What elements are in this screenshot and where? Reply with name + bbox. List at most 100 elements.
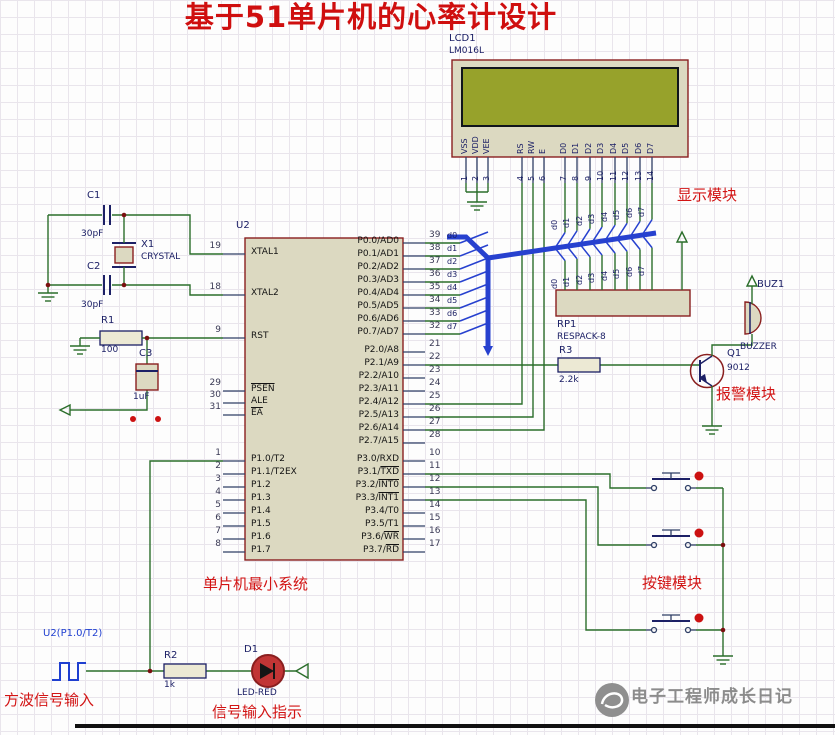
mcu-pin-name: P1.2 <box>251 480 271 490</box>
mcu-pin-number: 15 <box>429 513 441 523</box>
pulse-input-circuit[interactable] <box>52 460 309 688</box>
lcd-pin-name: VSS <box>460 138 469 154</box>
c2-ref: C2 <box>87 261 101 272</box>
button-actuator[interactable] <box>694 613 704 623</box>
keypad-circuit[interactable] <box>425 473 734 665</box>
lcd-pin-name: VDD <box>471 136 480 154</box>
bus-entry <box>459 270 489 283</box>
lcd-control-wires[interactable] <box>425 183 545 431</box>
resistor-r2 <box>163 663 207 679</box>
mcu-pin-number: 9 <box>215 325 221 335</box>
mcu-pin-name: P3.6/WR <box>361 532 399 542</box>
bottom-divider <box>75 724 835 728</box>
push-button[interactable] <box>646 528 704 549</box>
mcu-pin-number: 36 <box>429 269 441 279</box>
rp1-power[interactable] <box>676 231 688 290</box>
lcd-power-wires[interactable] <box>465 183 489 211</box>
push-button[interactable] <box>646 471 704 492</box>
mcu-pin-name: RST <box>251 331 269 341</box>
lcd-pin-number: 8 <box>571 175 580 181</box>
c1-ref: C1 <box>87 190 101 201</box>
mcu-pin-name: XTAL2 <box>251 288 279 298</box>
push-button[interactable] <box>646 613 704 634</box>
terminal-arrow <box>294 662 309 680</box>
mcu-pin-name: P3.4/T0 <box>365 506 399 516</box>
bus-entry <box>616 238 628 252</box>
q1-ref: Q1 <box>727 348 742 359</box>
r3-value: 2.2k <box>559 375 579 385</box>
mcu-pin-number: 34 <box>429 295 441 305</box>
buz1-ref: BUZ1 <box>757 279 785 290</box>
bus-entry <box>566 230 578 247</box>
mcu-pin-number: 14 <box>429 500 441 510</box>
lcd-pin-number: 3 <box>482 175 491 181</box>
junction-dot <box>121 282 127 288</box>
button-actuator[interactable] <box>694 471 704 481</box>
mcu-pin-number: 19 <box>209 241 221 251</box>
crystal-circuit[interactable] <box>37 205 223 302</box>
mcu-pin-name: XTAL1 <box>251 247 279 257</box>
junction-dot <box>144 335 150 341</box>
mcu-pin-name: P0.3/AD3 <box>357 275 399 285</box>
r2-ref: R2 <box>164 650 178 661</box>
alarm-circuit[interactable] <box>425 275 762 435</box>
c2-value: 30pF <box>81 300 104 310</box>
mcu-pin-name: P2.5/A13 <box>358 410 399 420</box>
c3-value: 1uF <box>133 392 150 402</box>
mcu-pin-name: P1.0/T2 <box>251 454 285 464</box>
bus-entry <box>459 257 489 270</box>
mcu-pin-name: ALE <box>251 396 268 406</box>
mcu-ref: U2 <box>236 220 250 231</box>
mcu-pin-name: P1.7 <box>251 545 271 555</box>
transistor-q1 <box>689 353 725 389</box>
c3-ref: C3 <box>139 348 153 359</box>
mcu-pin-name: P3.0/RXD <box>356 454 399 464</box>
d1-ref: D1 <box>244 644 259 655</box>
junction-dot <box>147 668 153 674</box>
mcu-pin-name: P2.6/A14 <box>358 423 399 433</box>
bus-entry <box>629 220 641 238</box>
bus-label: d4 <box>600 270 609 282</box>
bus-label: d6 <box>625 208 634 219</box>
mcu-pin-number: 18 <box>209 282 221 292</box>
rp1-body[interactable] <box>555 289 691 317</box>
mcu-pin-number: 26 <box>429 404 441 414</box>
mcu-pin-number: 25 <box>429 391 441 401</box>
annotation-display-module: 显示模块 <box>677 186 738 204</box>
mcu-pin-name: P3.5/T1 <box>365 519 399 529</box>
bus-label: d5 <box>447 296 458 305</box>
reset-circuit[interactable] <box>59 330 223 422</box>
bus-entry <box>579 228 591 245</box>
lcd-pin-number: 12 <box>621 170 630 181</box>
mcu-pin-name: P1.6 <box>251 532 271 542</box>
bus-entry <box>554 247 566 262</box>
mcu-pin-name: P0.4/AD4 <box>357 288 399 298</box>
mcu-pin-number: 39 <box>429 230 441 240</box>
bus-label: d3 <box>587 213 596 225</box>
data-bus[interactable] <box>447 230 657 356</box>
mcu-pin-number: 2 <box>215 461 221 471</box>
mcu-pin-number: 10 <box>429 448 441 458</box>
mcu-body[interactable] <box>244 237 404 561</box>
mcu-pin-name: P1.3 <box>251 493 271 503</box>
annotation-mcu-min-system: 单片机最小系统 <box>203 575 309 593</box>
bus-label: d2 <box>575 274 584 285</box>
watermark-text: 电子工程师成长日记 <box>631 687 793 707</box>
lcd-body[interactable] <box>451 59 689 158</box>
bus-entry <box>459 296 489 309</box>
lcd-pin-number: 13 <box>634 170 643 181</box>
lcd-pin-name: D3 <box>596 142 605 154</box>
bus-entry <box>459 231 489 244</box>
bus-entry <box>641 219 653 236</box>
lcd-pin-number: 1 <box>460 175 469 181</box>
lcd-pin-name: D4 <box>609 142 618 154</box>
lcd-pin-number: 4 <box>516 175 525 181</box>
bus-label: d5 <box>612 269 621 280</box>
mcu-pin-number: 38 <box>429 243 441 253</box>
bus-entry <box>459 244 489 257</box>
bus-label: d6 <box>625 267 634 278</box>
button-actuator[interactable] <box>694 528 704 538</box>
mcu-pin-name: P2.2/A10 <box>358 371 399 381</box>
